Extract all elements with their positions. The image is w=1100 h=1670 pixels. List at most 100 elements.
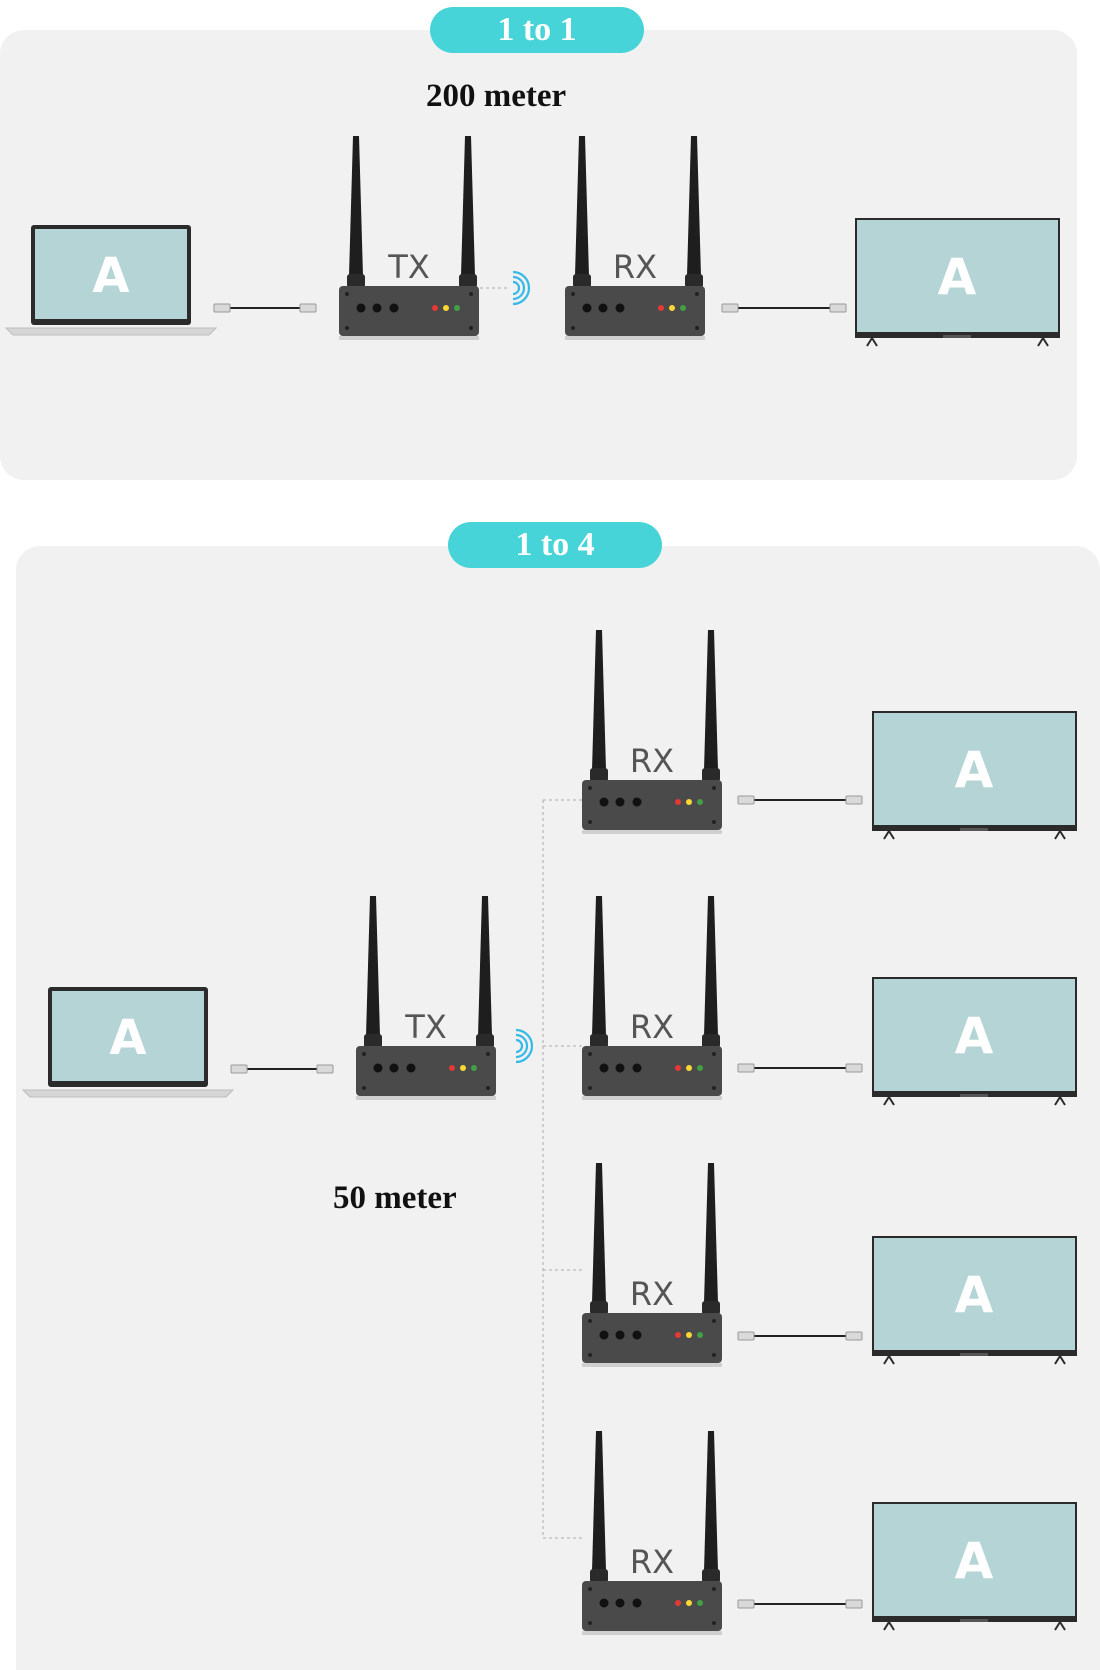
antenna <box>704 896 718 1036</box>
tv-leg-left <box>883 1096 890 1106</box>
antenna <box>366 896 380 1036</box>
screw <box>345 326 349 330</box>
tv-leg-left <box>883 1621 890 1631</box>
laptop: A <box>21 987 235 1098</box>
port <box>372 303 382 313</box>
distance-label-one-to-four: 50 meter <box>333 1180 457 1216</box>
wireless-arc <box>512 275 526 301</box>
device-body <box>582 1581 722 1631</box>
device-bottom-strip <box>582 830 722 834</box>
receiver-3: RX <box>582 1163 722 1367</box>
mode-badge-one-to-one: 1 to 1 <box>430 7 644 53</box>
antenna <box>704 1431 718 1571</box>
status-led <box>697 1332 703 1338</box>
port <box>615 303 625 313</box>
tv-screen <box>874 979 1075 1091</box>
tv-stand <box>960 1619 988 1622</box>
device-body <box>582 780 722 830</box>
antenna <box>592 630 606 770</box>
port <box>389 303 399 313</box>
tv-leg-right-b <box>1059 1096 1066 1106</box>
device-bottom-strip <box>356 1096 496 1100</box>
tv-leg-right <box>1054 1096 1061 1106</box>
antenna-base <box>573 274 591 288</box>
hdmi-cable <box>737 1063 863 1073</box>
screw <box>588 786 592 790</box>
antenna-base <box>590 1301 608 1315</box>
hdmi-cable <box>213 303 317 313</box>
port <box>599 1330 609 1340</box>
status-led <box>658 305 664 311</box>
antenna-base <box>702 1301 720 1315</box>
port <box>615 1598 625 1608</box>
laptop-screen-letter: A <box>92 248 129 304</box>
cable-connector-left <box>737 1599 755 1609</box>
port <box>599 1063 609 1073</box>
receiver-1-label: RX <box>630 742 674 780</box>
laptop-base <box>4 327 218 336</box>
tv-leg-left <box>883 830 890 840</box>
screw <box>588 1621 592 1625</box>
device-bottom-strip <box>565 336 705 340</box>
laptop-screen-letter: A <box>109 1010 146 1066</box>
port <box>373 1063 383 1073</box>
tv-screen-letter: A <box>955 741 994 799</box>
device-bottom-strip <box>582 1631 722 1635</box>
status-led <box>697 799 703 805</box>
port <box>632 1598 642 1608</box>
receiver-2: RX <box>582 896 722 1100</box>
tv-leg-left-b <box>888 830 895 840</box>
antenna-base <box>702 768 720 782</box>
port <box>356 303 366 313</box>
receiver-2-label: RX <box>630 1008 674 1046</box>
transmitter-multi: TX <box>356 896 496 1100</box>
screw <box>588 1587 592 1591</box>
device-bottom-strip <box>339 336 479 340</box>
cable-connector-right <box>845 1331 863 1341</box>
antenna-base <box>476 1034 494 1048</box>
laptop-screen <box>52 991 204 1081</box>
tv-leg-right <box>1054 1621 1061 1631</box>
status-led <box>675 799 681 805</box>
cable-connector-left <box>230 1064 248 1074</box>
wireless-icon <box>515 1028 534 1064</box>
antenna <box>704 1163 718 1303</box>
status-led <box>432 305 438 311</box>
tv: A <box>872 1502 1077 1631</box>
laptop-screen <box>35 229 187 319</box>
screw <box>588 1319 592 1323</box>
screw <box>712 1621 716 1625</box>
status-led <box>675 1065 681 1071</box>
tv-leg-right-b <box>1042 337 1049 347</box>
tv: A <box>872 1236 1077 1365</box>
tv-leg-left <box>866 337 873 347</box>
laptop: A <box>4 225 218 336</box>
antenna <box>687 136 701 276</box>
screw <box>712 820 716 824</box>
antenna-base <box>590 1569 608 1583</box>
antenna-base <box>702 1569 720 1583</box>
device-bottom-strip <box>582 1096 722 1100</box>
port <box>615 1330 625 1340</box>
receiver-4-label: RX <box>630 1543 674 1581</box>
antenna-base <box>685 274 703 288</box>
screw <box>712 1052 716 1056</box>
port <box>632 1063 642 1073</box>
tv-screen-letter: A <box>955 1007 994 1065</box>
antenna <box>704 630 718 770</box>
screw <box>695 292 699 296</box>
status-led <box>471 1065 477 1071</box>
tv: A <box>855 218 1060 347</box>
tv-screen <box>857 220 1058 332</box>
hdmi-cable <box>230 1064 334 1074</box>
antenna <box>592 1431 606 1571</box>
wireless-icon <box>512 270 531 306</box>
port <box>598 303 608 313</box>
antenna-base <box>347 274 365 288</box>
wireless-arc <box>512 270 531 306</box>
status-led <box>449 1065 455 1071</box>
device-body <box>582 1046 722 1096</box>
antenna <box>592 1163 606 1303</box>
screw <box>588 1353 592 1357</box>
status-led <box>686 1065 692 1071</box>
